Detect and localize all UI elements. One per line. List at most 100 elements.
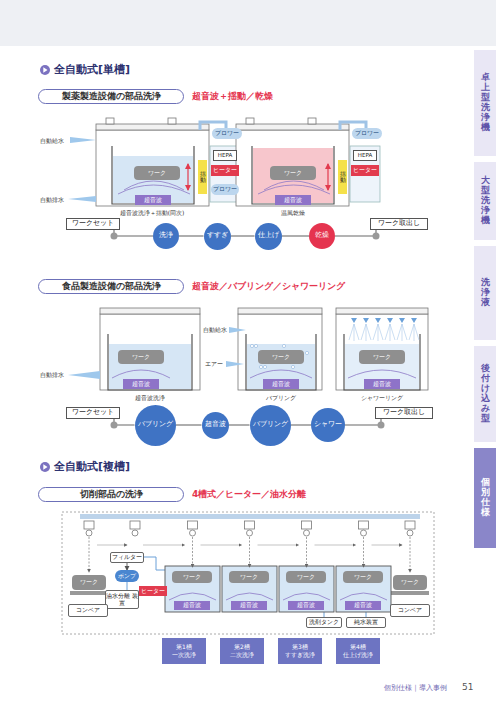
robot-icon xyxy=(302,521,312,529)
flow-line xyxy=(229,424,250,426)
illustration-part xyxy=(100,314,200,390)
process-circle: バブリング xyxy=(250,405,291,446)
transfer-arrow xyxy=(363,537,364,567)
shower-spray xyxy=(409,324,419,341)
drain-arrow xyxy=(68,196,96,202)
device-box: コンベア xyxy=(390,604,430,617)
robot-icon xyxy=(247,530,253,536)
blower-box: ブロワー xyxy=(212,128,242,139)
node-text: 超音波 xyxy=(373,381,391,388)
node-text: コンベア xyxy=(398,607,422,613)
bubble xyxy=(250,344,253,347)
hepa-box: HEPA xyxy=(353,150,377,161)
transfer-arrow xyxy=(410,537,411,572)
device-box: コンベア xyxy=(68,604,108,617)
node-text: 超音波 xyxy=(272,381,290,388)
device-box: 油水分離 装置 xyxy=(105,590,139,609)
transfer-arrow xyxy=(258,545,299,546)
shower-nozzle xyxy=(411,318,417,323)
heater-box: ヒーター xyxy=(351,165,379,176)
supply-arrow xyxy=(70,137,96,143)
side-tab: 洗浄液 xyxy=(474,246,496,342)
work-box: ワーク xyxy=(343,571,383,583)
drain-arrow xyxy=(68,371,100,379)
bubble xyxy=(259,365,262,368)
shower-nozzle xyxy=(363,318,369,323)
label-text: 超音波洗浄＋揺動(同次) xyxy=(120,209,185,216)
robot-icon xyxy=(188,521,198,529)
node-text: ワーク xyxy=(183,574,201,581)
label-text: 全自動式[単槽] xyxy=(54,63,130,76)
node-text: 第1槽 xyxy=(176,643,192,651)
transfer-arrow xyxy=(143,545,185,546)
ultrasonic-wave xyxy=(283,593,330,600)
node-text: 大型洗浄機 xyxy=(481,176,490,225)
side-tab: 後付け込み型 xyxy=(474,346,496,444)
node-text: 超音波 xyxy=(284,197,302,204)
node-text: 食品製造設備の部品洗浄 xyxy=(62,281,161,291)
node-text: ワーク xyxy=(272,354,290,361)
device-box: 洗剤タンク xyxy=(306,617,342,628)
header-band xyxy=(0,0,496,46)
illustration-part xyxy=(246,118,254,124)
tank-box: 第3槽すすぎ洗浄 xyxy=(278,638,322,664)
section-box: 食品製造設備の部品洗浄 xyxy=(38,279,184,294)
flow-line xyxy=(335,230,376,236)
ultrasonic-band: 超音波 xyxy=(345,601,381,610)
transfer-arrow xyxy=(306,537,307,567)
node-text: ワーク取出し xyxy=(383,409,425,416)
node-text: 乾燥 xyxy=(315,232,329,239)
tank-box: 第2槽二次洗浄 xyxy=(220,638,264,664)
label-text: 超音波洗浄 xyxy=(135,394,165,401)
ultrasonic-band: 超音波 xyxy=(135,195,171,205)
section-box: 製薬製造設備の部品洗浄 xyxy=(38,89,184,104)
node-text: ヒーター xyxy=(213,167,237,173)
node-text: 洗浄 xyxy=(159,232,173,239)
tank-unit xyxy=(100,308,428,390)
robot-icon xyxy=(361,530,367,536)
illustration-part xyxy=(236,124,349,130)
supply-arrow xyxy=(229,327,246,333)
label-text: シャワーリング xyxy=(361,394,403,401)
work-box: ワーク xyxy=(258,350,304,364)
step-box: ワーク取出し xyxy=(370,218,428,230)
node-text: 洗浄液 xyxy=(481,278,490,308)
flow-line xyxy=(179,235,204,237)
label-text: 自動排水 xyxy=(40,196,64,203)
illustration-part xyxy=(96,124,209,130)
node-text: ワーク xyxy=(354,574,372,581)
node-text: ヒーター xyxy=(353,167,377,173)
process-circle: すすぎ xyxy=(204,223,231,250)
node-text: 仕上げ xyxy=(258,232,279,239)
pipe xyxy=(127,557,366,617)
illustration-part xyxy=(84,318,419,612)
node-text: ワークセット xyxy=(72,220,114,227)
device-box: フィルター xyxy=(110,552,144,563)
node-text: 仕上げ洗浄 xyxy=(343,651,373,659)
water xyxy=(345,344,419,389)
device-box: 純水装置 xyxy=(346,617,386,628)
label-text: 自動排水 xyxy=(40,371,64,378)
work-box: ワーク xyxy=(359,350,405,364)
ultrasonic-band: 超音波 xyxy=(364,379,400,389)
node-text: 超音波 xyxy=(240,602,258,609)
label-text: 全自動式[複槽] xyxy=(54,460,130,473)
heading-icon xyxy=(40,65,50,75)
flow-line xyxy=(231,235,255,237)
robot-icon xyxy=(132,530,138,536)
robot-icon xyxy=(304,530,310,536)
rinse-tank xyxy=(165,566,220,612)
flow-line xyxy=(176,424,202,426)
rinse-tank xyxy=(222,566,277,612)
step-box: ワークセット xyxy=(66,218,120,230)
side-tab: 個別仕様 xyxy=(474,448,496,550)
robot-icon xyxy=(407,530,413,536)
node-text: 第3槽 xyxy=(292,643,308,651)
work-box: ワーク xyxy=(134,166,180,180)
conveyor-rail xyxy=(80,514,420,519)
water xyxy=(113,156,193,203)
node-text: 後付け込み型 xyxy=(481,364,490,423)
robot-icon xyxy=(130,521,140,529)
heading-icon xyxy=(43,464,47,469)
node-text: 純水装置 xyxy=(354,619,378,625)
